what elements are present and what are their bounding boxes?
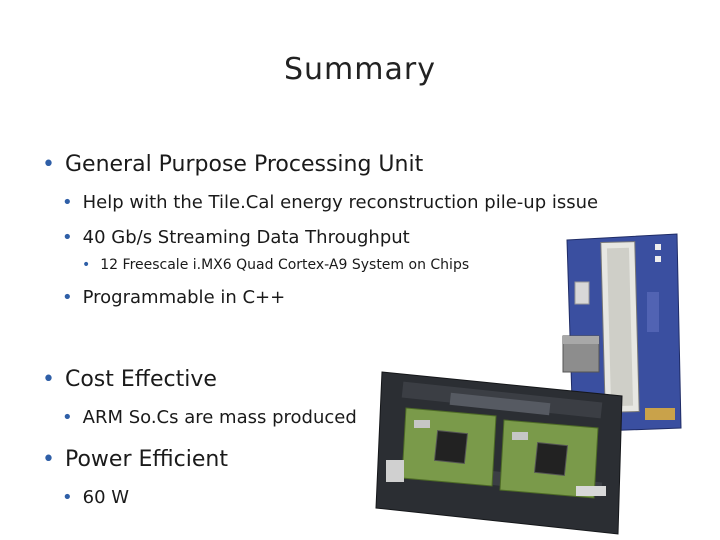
bullet-dot-icon: • [62, 192, 73, 213]
bullet-60w: • 60 W [62, 487, 129, 508]
bullet-power-efficient: • Power Efficient [42, 447, 228, 472]
slide-title: Summary [284, 52, 436, 87]
bullet-text: 40 Gb/s Streaming Data Throughput [82, 227, 410, 248]
carrier-board-image [562, 233, 682, 432]
bullet-dot-icon: • [42, 367, 55, 392]
bullet-dot-icon: • [62, 407, 73, 428]
processing-board-image [375, 371, 623, 535]
bullet-dot-icon: • [42, 152, 55, 177]
bullet-general-purpose: • General Purpose Processing Unit [42, 152, 423, 177]
bullet-text: 12 Freescale i.MX6 Quad Cortex-A9 System… [100, 257, 470, 273]
bullet-cost-effective: • Cost Effective [42, 367, 217, 392]
bullet-arm-socs: • ARM So.Cs are mass produced [62, 407, 357, 428]
bullet-text: Programmable in C++ [82, 287, 286, 308]
bullet-tilecal: • Help with the Tile.Cal energy reconstru… [62, 192, 598, 213]
bullet-dot-icon: • [62, 227, 73, 248]
bullet-programmable: • Programmable in C++ [62, 287, 285, 308]
bullet-text: ARM So.Cs are mass produced [82, 407, 357, 428]
bullet-text: Help with the Tile.Cal energy reconstruc… [82, 192, 599, 213]
bullet-text: Power Efficient [64, 447, 228, 472]
bullet-text: 60 W [82, 487, 130, 508]
bullet-dot-icon: • [62, 287, 73, 308]
bullet-dot-icon: • [42, 447, 55, 472]
bullet-freescale: • 12 Freescale i.MX6 Quad Cortex-A9 Syste… [82, 257, 469, 273]
bullet-dot-icon: • [82, 257, 91, 273]
bullet-dot-icon: • [62, 487, 73, 508]
bullet-throughput: • 40 Gb/s Streaming Data Throughput [62, 227, 410, 248]
bullet-text: General Purpose Processing Unit [64, 152, 424, 177]
bullet-text: Cost Effective [64, 367, 217, 392]
